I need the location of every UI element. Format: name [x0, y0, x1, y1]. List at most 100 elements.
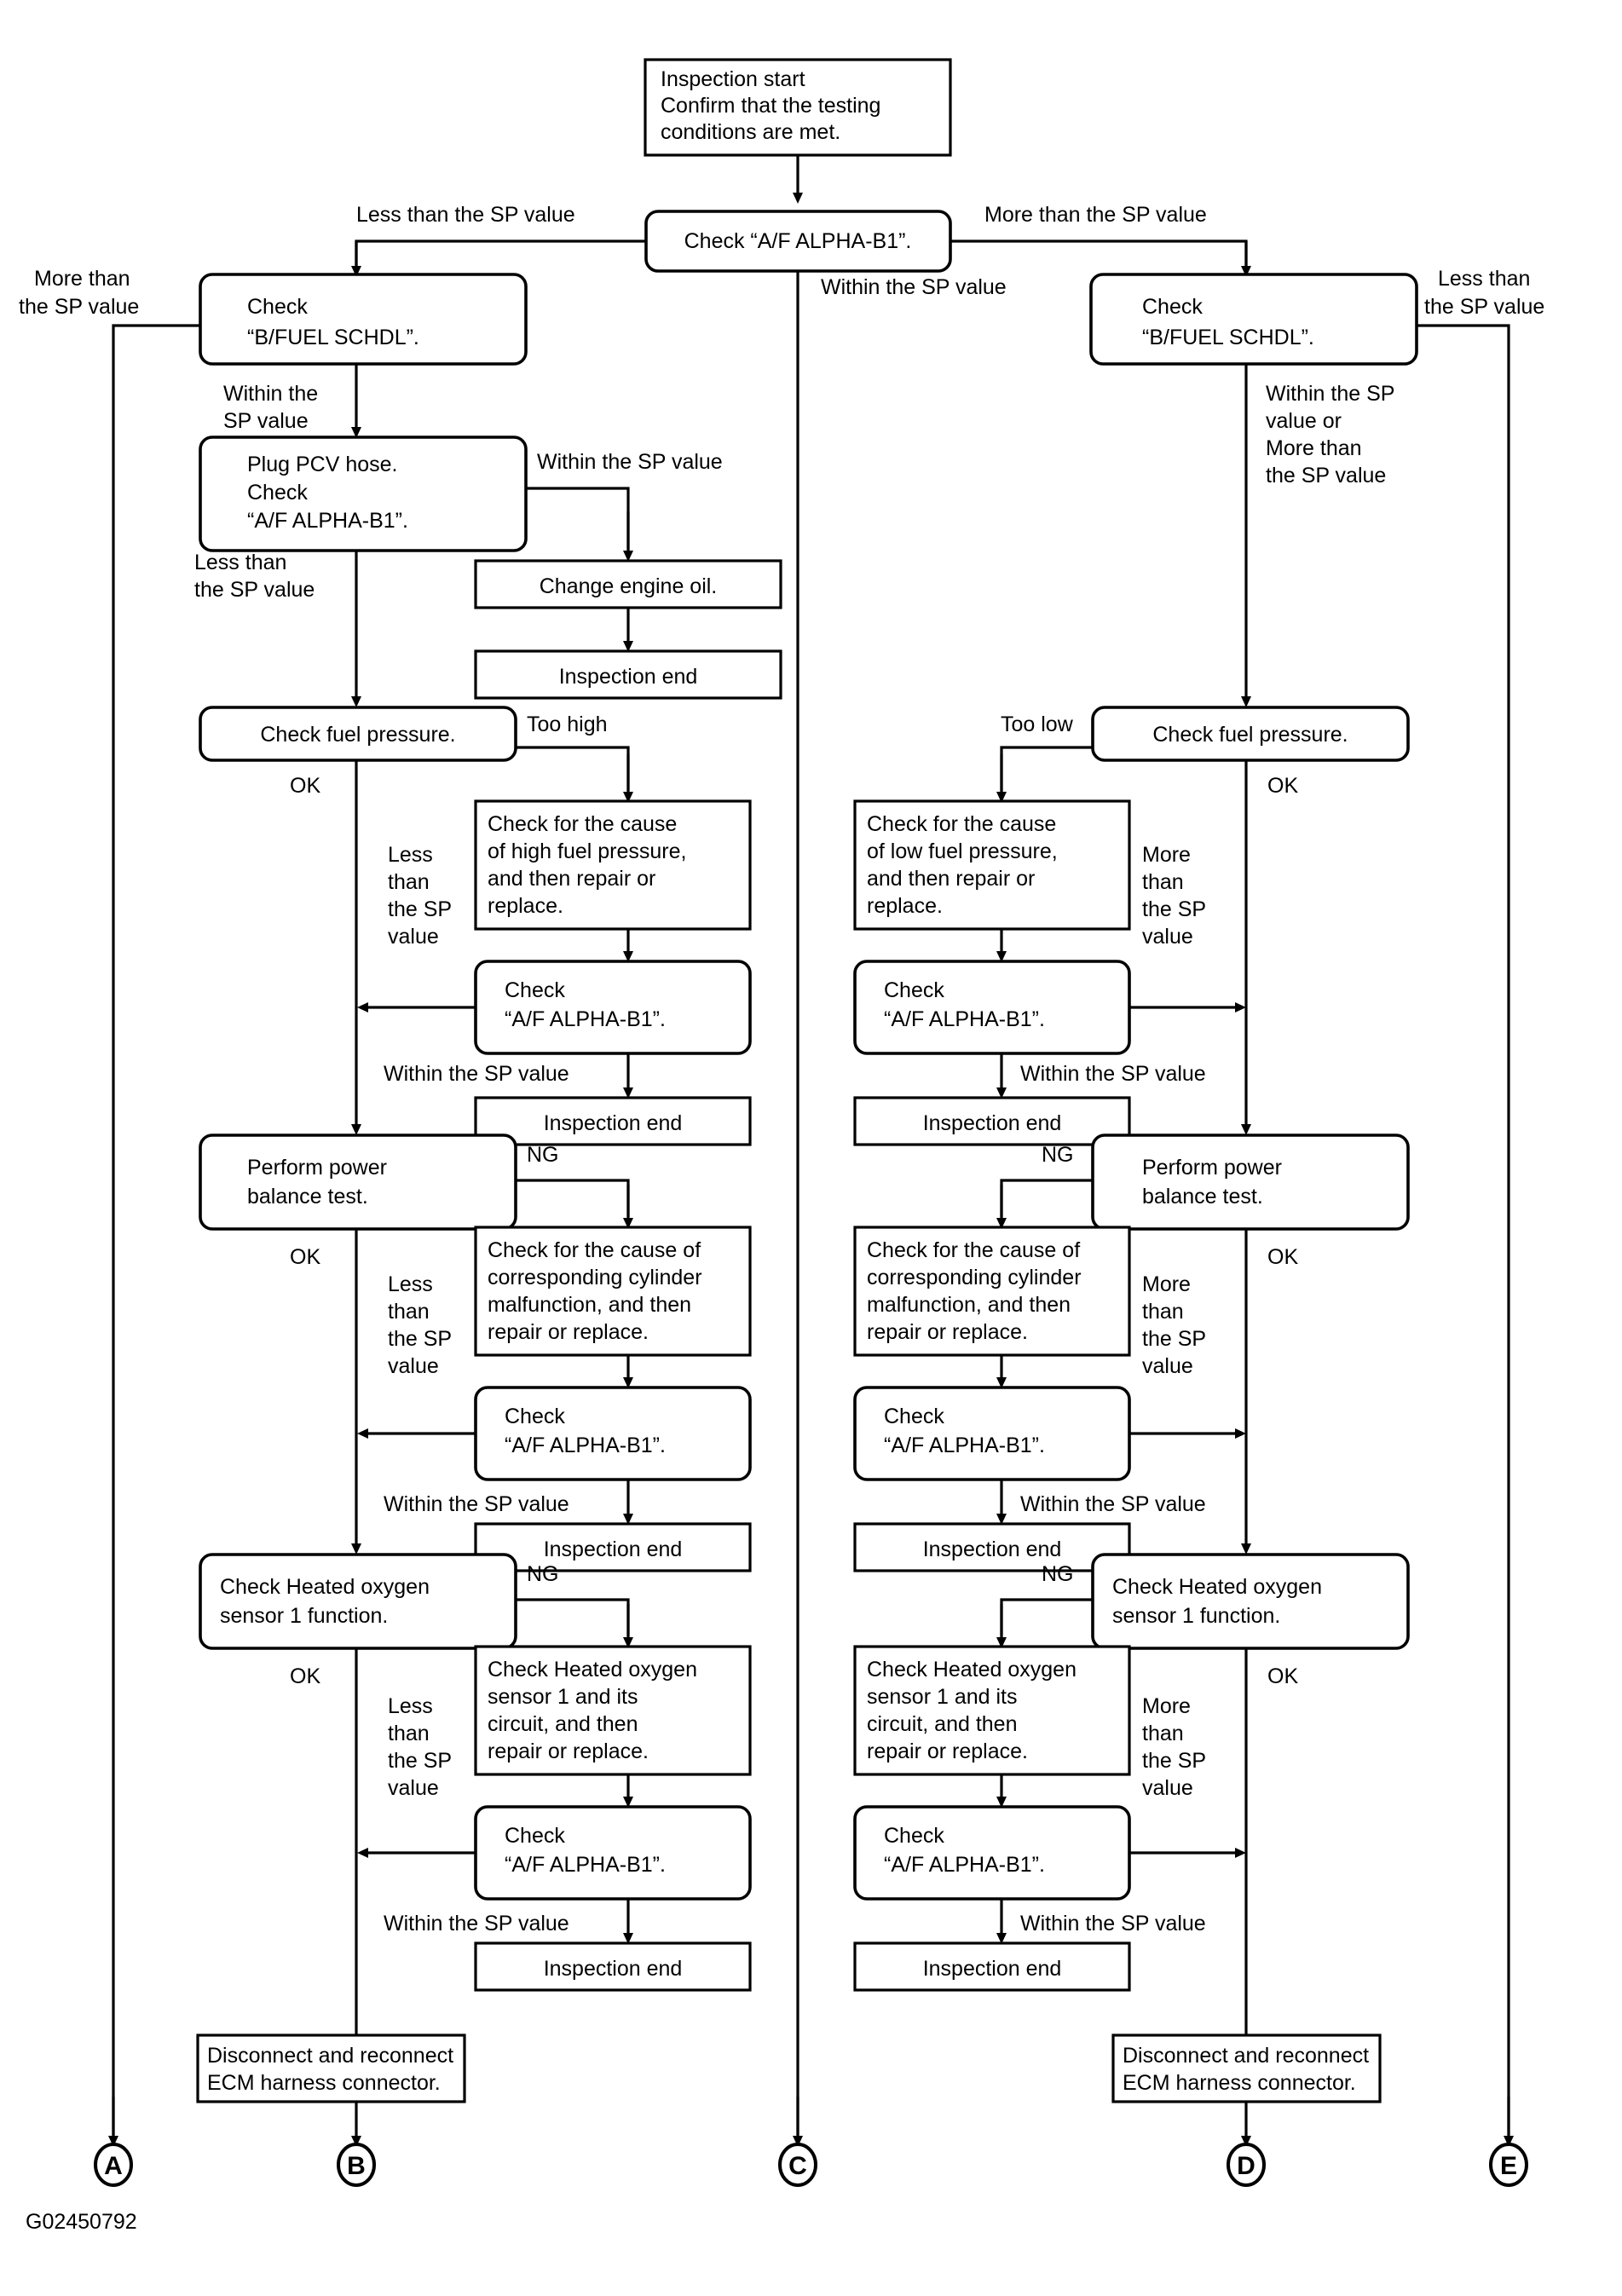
edge-pbleft-ng [516, 1179, 630, 1217]
edge-label-too-low: Too low [1001, 712, 1074, 736]
terminal-c-label: C [788, 2152, 807, 2180]
high-fp-line-1: Check for the cause [488, 812, 677, 836]
edge-label-more4-r3-3: the SP [1142, 1749, 1206, 1773]
terminal-a: A [94, 2143, 133, 2187]
change-oil-label: Change engine oil. [540, 574, 718, 598]
pcv-line-2: Check [247, 481, 308, 505]
edge-bfuelleft-to-terminal-a [112, 324, 200, 2135]
inspection-end-7-label: Inspection end [923, 1957, 1062, 1981]
afalpha-l1-line-2: “A/F ALPHA-B1”. [505, 1007, 666, 1031]
edge-label-within-l1: Within the SP value [384, 1062, 569, 1086]
edge-label-more4-r1-1: More [1142, 843, 1191, 867]
disconnect-l-line-2: ECM harness connector. [207, 2071, 441, 2095]
afalpha-top-label: Check “A/F ALPHA-B1”. [684, 229, 912, 253]
edge-bfuelright-to-terminal-e [1417, 324, 1510, 2135]
edge-label-less-than-sp-left: Less than the SP value [356, 203, 575, 227]
afalpha-r2-line-2: “A/F ALPHA-B1”. [884, 1434, 1045, 1457]
cyl-r-line-4: repair or replace. [867, 1320, 1028, 1344]
terminal-e: E [1489, 2143, 1528, 2187]
cyl-l-line-1: Check for the cause of [488, 1238, 701, 1262]
node-inspection-end-7: Inspection end [853, 1941, 1131, 1992]
edge-label-within-r1: Within the SP value [1020, 1062, 1206, 1086]
edge-label-within-left-2: SP value [223, 409, 309, 433]
node-cause-low-fuel-pressure: Check for the cause of low fuel pressure… [853, 799, 1131, 931]
node-check-afalpha-left-3: Check “A/F ALPHA-B1”. [474, 1805, 752, 1901]
node-check-afalpha-right-2: Check “A/F ALPHA-B1”. [853, 1386, 1131, 1481]
hoc-r-line-3: circuit, and then [867, 1712, 1018, 1736]
afalpha-l2-line-2: “A/F ALPHA-B1”. [505, 1434, 666, 1457]
terminal-c: C [778, 2143, 817, 2187]
node-check-fuel-pressure-right: Check fuel pressure. [1091, 706, 1410, 762]
node-check-fuel-pressure-left: Check fuel pressure. [199, 706, 517, 762]
afalpha-r2-line-1: Check [884, 1405, 944, 1428]
afalpha-l1-line-1: Check [505, 978, 565, 1002]
node-check-afalpha-right-1: Check “A/F ALPHA-B1”. [853, 960, 1131, 1055]
inspection-end-1-label: Inspection end [559, 665, 698, 689]
hoc-r-line-4: repair or replace. [867, 1739, 1028, 1763]
edge-label-more4-r2-3: the SP [1142, 1327, 1206, 1351]
terminal-e-label: E [1500, 2152, 1517, 2180]
hoc-l-line-3: circuit, and then [488, 1712, 638, 1736]
edge-label-ok-fp-left: OK [290, 774, 320, 798]
node-change-engine-oil: Change engine oil. [474, 559, 782, 609]
start-line-3: conditions are met. [661, 120, 840, 144]
fuel-pressure-right-label: Check fuel pressure. [1152, 723, 1348, 747]
edge-label-less-pcv-2: the SP value [194, 578, 315, 602]
cyl-l-line-4: repair or replace. [488, 1320, 649, 1344]
terminal-d-label: D [1237, 2152, 1255, 2180]
edge-label-within-pcv: Within the SP value [537, 450, 723, 474]
inspection-end-4-label: Inspection end [544, 1957, 683, 1981]
high-fp-line-3: and then repair or [488, 867, 655, 891]
node-check-ho2s-function-left: Check Heated oxygen sensor 1 function. [199, 1553, 517, 1650]
edge-afalphatop-left [355, 239, 646, 268]
edge-label-within-left-1: Within the [223, 382, 318, 406]
node-disconnect-ecm-right: Disconnect and reconnect ECM harness con… [1111, 2034, 1382, 2103]
hoc-l-line-1: Check Heated oxygen [488, 1658, 697, 1682]
fuel-pressure-left-label: Check fuel pressure. [260, 723, 455, 747]
disconnect-r-line-2: ECM harness connector. [1123, 2071, 1356, 2095]
bfuel-left-line-2: “B/FUEL SCHDL”. [247, 326, 419, 349]
node-cause-high-fuel-pressure: Check for the cause of high fuel pressur… [474, 799, 752, 931]
edge-ho2sleft-ng [516, 1598, 630, 1636]
edge-label-ok-ho2s-right: OK [1267, 1664, 1298, 1688]
edge-label-wom-4: the SP value [1266, 464, 1386, 487]
afalpha-l2-line-1: Check [505, 1405, 565, 1428]
node-cause-cylinder-right: Check for the cause of corresponding cyl… [853, 1226, 1131, 1357]
edge-label-within-l2: Within the SP value [384, 1492, 569, 1516]
high-fp-line-4: replace. [488, 894, 563, 918]
edge-fpleft-to-causehigh [516, 746, 630, 791]
edge-label-less4-l3-4: value [388, 1776, 439, 1800]
afalpha-r3-line-2: “A/F ALPHA-B1”. [884, 1853, 1045, 1877]
edge-label-more4-r3-4: value [1142, 1776, 1193, 1800]
node-inspection-end-5: Inspection end [853, 1096, 1131, 1146]
edge-label-less4-l3-3: the SP [388, 1749, 452, 1773]
edge-label-ng-ho2s-right: NG [1042, 1562, 1074, 1586]
bfuel-right-line-1: Check [1142, 295, 1203, 319]
low-fp-line-2: of low fuel pressure, [867, 839, 1058, 863]
edge-label-more4-r3-2: than [1142, 1722, 1184, 1745]
cyl-r-line-1: Check for the cause of [867, 1238, 1080, 1262]
inspection-end-2-label: Inspection end [544, 1111, 683, 1135]
ho2s-l-line-1: Check Heated oxygen [220, 1575, 430, 1599]
edge-label-less4-l1-1: Less [388, 843, 433, 867]
hoc-l-line-4: repair or replace. [488, 1739, 649, 1763]
pcv-line-3: “A/F ALPHA-B1”. [247, 509, 408, 533]
edge-label-less4-l1-2: than [388, 870, 430, 894]
edge-label-ok-pb-right: OK [1267, 1245, 1298, 1269]
node-check-ho2s-circuit-left: Check Heated oxygen sensor 1 and its cir… [474, 1645, 752, 1776]
node-cause-cylinder-left: Check for the cause of corresponding cyl… [474, 1226, 752, 1357]
edge-label-wom-1: Within the SP [1266, 382, 1394, 406]
node-check-afalpha-right-3: Check “A/F ALPHA-B1”. [853, 1805, 1131, 1901]
node-check-afalpha-left-1: Check “A/F ALPHA-B1”. [474, 960, 752, 1055]
edge-label-more-left-1: More than [34, 267, 130, 291]
edge-label-more4-r2-2: than [1142, 1300, 1184, 1324]
edge-afalphatop-right [950, 239, 1248, 268]
inspection-end-3-label: Inspection end [544, 1537, 683, 1561]
edge-label-more4-r1-4: value [1142, 925, 1193, 949]
afalpha-l3-line-1: Check [505, 1824, 565, 1848]
node-check-afalpha-left-2: Check “A/F ALPHA-B1”. [474, 1386, 752, 1481]
edge-label-more-than-sp-right: More than the SP value [984, 203, 1207, 227]
node-inspection-start: Inspection start Confirm that the testin… [644, 58, 952, 157]
disconnect-r-line-1: Disconnect and reconnect [1123, 2044, 1369, 2068]
